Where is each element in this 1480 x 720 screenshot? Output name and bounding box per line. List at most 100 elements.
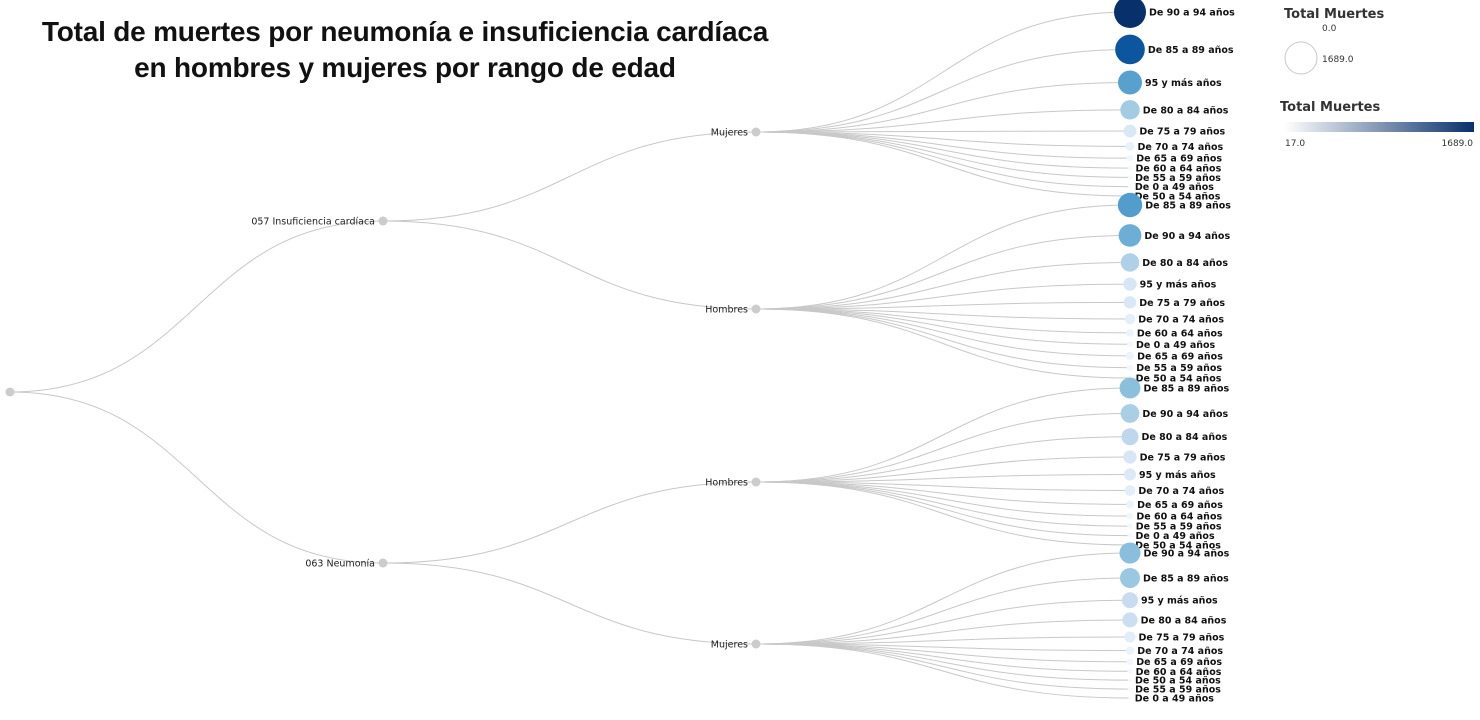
- 057-insuficiencia-cardiaca-mujeres-de-50-a-54-anos-label: De 50 a 54 años: [1135, 192, 1221, 203]
- 063-neumonia-mujeres-de-80-a-84-anos-link: [755, 619, 1131, 645]
- 063-neumonia-hombres-95-y-mas-anos-bubble[interactable]: [1123, 468, 1137, 481]
- 057-insuficiencia-cardiaca-mujeres-de-80-a-84-anos-bubble[interactable]: [1120, 100, 1140, 120]
- 057-insuficiencia-cardiaca-hombres-95-y-mas-anos-link: [755, 283, 1131, 310]
- 057-insuficiencia-cardiaca-hombres-de-70-a-74-anos-bubble[interactable]: [1124, 313, 1136, 325]
- 057-insuficiencia-cardiaca-hombres-de-60-a-64-anos-bubble[interactable]: [1126, 329, 1134, 337]
- 063-neumonia-hombres-de-75-a-79-anos-label: De 75 a 79 años: [1140, 452, 1226, 463]
- 063-neumonia-mujeres-de-0-a-49-anos-bubble[interactable]: [1128, 696, 1132, 700]
- 057-insuficiencia-cardiaca-mujeres-de-75-a-79-anos-bubble[interactable]: [1123, 124, 1137, 138]
- 063-neumonia-mujeres-de-60-a-64-anos-bubble[interactable]: [1127, 668, 1133, 674]
- 057-insuficiencia-cardiaca-hombres-de-0-a-49-anos-link: [755, 308, 1131, 345]
- size-legend-min-label: 0.0: [1322, 24, 1337, 34]
- 057-insuficiencia-cardiaca-mujeres-de-60-a-64-anos-bubble[interactable]: [1127, 165, 1133, 171]
- 057-insuficiencia-cardiaca-mujeres-de-85-a-89-anos-bubble[interactable]: [1115, 34, 1145, 65]
- size-legend-circle: [1284, 41, 1318, 75]
- 057-insuficiencia-cardiaca-mujeres-de-0-a-49-anos-bubble[interactable]: [1128, 184, 1132, 189]
- 057-insuficiencia-cardiaca-mujeres-de-75-a-79-anos-label: De 75 a 79 años: [1139, 126, 1225, 137]
- 063-neumonia-hombres-de-0-a-49-anos-bubble[interactable]: [1127, 533, 1133, 539]
- 057-insuficiencia-cardiaca-mujeres-de-55-a-59-anos-bubble[interactable]: [1127, 175, 1133, 180]
- 063-neumonia-mujeres-de-90-a-94-anos-bubble[interactable]: [1119, 542, 1141, 564]
- 057-insuficiencia-cardiaca-hombres-95-y-mas-anos-bubble[interactable]: [1123, 277, 1137, 291]
- 057-insuficiencia-cardiaca-hombres-de-80-a-84-anos-label: De 80 a 84 años: [1142, 258, 1228, 269]
- color-legend-title: Total Muertes: [1280, 100, 1380, 115]
- 057-insuficiencia-cardiaca-mujeres-de-50-a-54-anos-link: [755, 131, 1131, 197]
- 057-insuficiencia-cardiaca-hombres-de-65-a-69-anos-label: De 65 a 69 años: [1137, 351, 1223, 362]
- 063-neumonia-hombres-de-60-a-64-anos-label: De 60 a 64 años: [1136, 512, 1222, 523]
- 063-neumonia-hombres-de-80-a-84-anos-bubble[interactable]: [1121, 428, 1139, 446]
- legend: Total Muertes 0.0 1689.0 Total Muertes 1…: [1280, 7, 1474, 149]
- 057-insuficiencia-cardiaca-mujeres-95-y-mas-anos-bubble[interactable]: [1118, 70, 1142, 95]
- 057-insuficiencia-cardiaca-mujeres-node[interactable]: [751, 127, 761, 137]
- 057-insuficiencia-cardiaca-mujeres-de-60-a-64-anos-label: De 60 a 64 años: [1135, 164, 1221, 175]
- 063-neumonia-hombres-label: Hombres: [705, 478, 748, 489]
- 057-insuficiencia-cardiaca-hombres-node[interactable]: [751, 304, 761, 314]
- root-node[interactable]: [5, 387, 15, 397]
- 057-insuficiencia-cardiaca-label: 057 Insuficiencia cardíaca: [251, 217, 375, 228]
- 057-insuficiencia-cardiaca-mujeres-de-70-a-74-anos-bubble[interactable]: [1125, 141, 1135, 151]
- 057-insuficiencia-cardiaca-hombres-de-75-a-79-anos-label: De 75 a 79 años: [1139, 298, 1225, 309]
- 057-insuficiencia-cardiaca-hombres-de-60-a-64-anos-link: [755, 308, 1131, 334]
- 057-insuficiencia-cardiaca-hombres-de-80-a-84-anos-link: [755, 261, 1131, 310]
- 063-neumonia-hombres-de-70-a-74-anos-link: [755, 481, 1131, 492]
- 057-insuficiencia-cardiaca-hombres-de-0-a-49-anos-bubble[interactable]: [1126, 341, 1134, 348]
- 057-insuficiencia-cardiaca-hombres-label: Hombres: [705, 305, 748, 316]
- 063-neumonia-hombres-de-0-a-49-anos-label: De 0 a 49 años: [1135, 531, 1214, 542]
- 063-neumonia-mujeres-de-55-a-59-anos-bubble[interactable]: [1127, 686, 1133, 692]
- 057-insuficiencia-cardiaca-hombres-de-55-a-59-anos-bubble[interactable]: [1126, 364, 1134, 371]
- 063-neumonia-hombres-95-y-mas-anos-link: [755, 473, 1131, 483]
- 057-insuficiencia-cardiaca-mujeres-de-65-a-69-anos-label: De 65 a 69 años: [1136, 154, 1222, 165]
- 063-neumonia-mujeres-de-70-a-74-anos-bubble[interactable]: [1125, 646, 1135, 655]
- 063-neumonia-hombres-de-70-a-74-anos-label: De 70 a 74 años: [1138, 486, 1224, 497]
- 057-insuficiencia-cardiaca-hombres-de-50-a-54-anos-link: [755, 308, 1131, 379]
- 063-neumonia-mujeres-95-y-mas-anos-label: 95 y más años: [1141, 596, 1218, 607]
- 063-neumonia-mujeres-de-80-a-84-anos-bubble[interactable]: [1122, 612, 1138, 628]
- 063-neumonia-node[interactable]: [378, 558, 388, 568]
- 063-neumonia-hombres-de-55-a-59-anos-bubble[interactable]: [1127, 523, 1133, 529]
- 057-insuficiencia-cardiaca-mujeres-de-90-a-94-anos-bubble[interactable]: [1114, 0, 1146, 28]
- 063-neumonia-mujeres-node[interactable]: [751, 639, 761, 649]
- color-legend-min-label: 17.0: [1285, 139, 1305, 149]
- 063-neumonia-mujeres-de-85-a-89-anos-bubble[interactable]: [1119, 567, 1141, 588]
- 057-insuficiencia-cardiaca-hombres-de-90-a-94-anos-bubble[interactable]: [1118, 224, 1142, 247]
- 063-neumonia-mujeres-de-65-a-69-anos-label: De 65 a 69 años: [1136, 657, 1222, 668]
- 063-neumonia-mujeres-de-0-a-49-anos-link: [755, 643, 1131, 699]
- 057-insuficiencia-cardiaca-hombres-de-80-a-84-anos-bubble[interactable]: [1120, 253, 1140, 272]
- 063-neumonia-mujeres-de-60-a-64-anos-label: De 60 a 64 años: [1136, 667, 1222, 678]
- 057-insuficiencia-cardiaca-mujeres-de-85-a-89-anos-label: De 85 a 89 años: [1148, 45, 1234, 56]
- 063-neumonia-mujeres-de-0-a-49-anos-label: De 0 a 49 años: [1135, 694, 1214, 705]
- 063-neumonia-mujeres-95-y-mas-anos-bubble[interactable]: [1122, 592, 1138, 609]
- 057-insuficiencia-cardiaca-mujeres-de-65-a-69-anos-bubble[interactable]: [1126, 154, 1134, 162]
- 057-insuficiencia-cardiaca-hombres-de-0-a-49-anos-label: De 0 a 49 años: [1136, 340, 1215, 351]
- 057-insuficiencia-cardiaca-hombres-de-65-a-69-anos-bubble[interactable]: [1125, 351, 1135, 360]
- 057-insuficiencia-cardiaca-mujeres-de-85-a-89-anos-link: [755, 48, 1131, 133]
- 063-neumonia-hombres-node[interactable]: [751, 477, 761, 487]
- 057-insuficiencia-cardiaca-hombres-de-75-a-79-anos-link: [755, 301, 1131, 310]
- 057-insuficiencia-cardiaca-node[interactable]: [378, 216, 388, 226]
- 063-neumonia-hombres-de-65-a-69-anos-bubble[interactable]: [1125, 500, 1135, 509]
- 057-insuficiencia-cardiaca-hombres-de-50-a-54-anos-label: De 50 a 54 años: [1136, 374, 1222, 385]
- 063-neumonia-mujeres-de-85-a-89-anos-link: [755, 577, 1131, 645]
- 063-neumonia-mujeres-de-50-a-54-anos-bubble[interactable]: [1127, 678, 1133, 683]
- 063-neumonia-hombres-de-75-a-79-anos-bubble[interactable]: [1123, 450, 1137, 464]
- 063-neumonia-hombres-de-85-a-89-anos-link: [755, 387, 1131, 483]
- 063-neumonia-mujeres-de-75-a-79-anos-bubble[interactable]: [1124, 631, 1136, 643]
- color-legend-max-label: 1689.0: [1442, 139, 1474, 149]
- 063-neumonia-hombres-de-85-a-89-anos-bubble[interactable]: [1119, 377, 1141, 399]
- 063-neumonia-mujeres-de-90-a-94-anos-link: [755, 552, 1131, 645]
- 057-insuficiencia-cardiaca-hombres-de-90-a-94-anos-link: [755, 234, 1131, 310]
- 057-insuficiencia-cardiaca-mujeres-95-y-mas-anos-label: 95 y más años: [1145, 78, 1222, 89]
- 063-neumonia-mujeres-95-y-mas-anos-link: [755, 599, 1131, 645]
- 057-insuficiencia-cardiaca-mujeres-de-0-a-49-anos-link: [755, 131, 1131, 188]
- 063-neumonia-hombres-de-70-a-74-anos-bubble[interactable]: [1124, 485, 1136, 496]
- 063-neumonia-hombres-de-60-a-64-anos-bubble[interactable]: [1126, 512, 1134, 520]
- 057-insuficiencia-cardiaca-hombres-de-75-a-79-anos-bubble[interactable]: [1123, 296, 1137, 309]
- 063-neumonia-hombres-de-90-a-94-anos-bubble[interactable]: [1120, 404, 1140, 423]
- 063-neumonia-hombres-de-55-a-59-anos-label: De 55 a 59 años: [1136, 522, 1222, 533]
- 063-neumonia-mujeres-de-65-a-69-anos-bubble[interactable]: [1126, 658, 1134, 666]
- 057-insuficiencia-cardiaca-hombres-de-85-a-89-anos-bubble[interactable]: [1117, 192, 1143, 218]
- chart-title-line-2: en hombres y mujeres por rango de edad: [134, 52, 676, 83]
- 063-neumonia-mujeres-de-80-a-84-anos-label: De 80 a 84 años: [1141, 615, 1227, 626]
- 057-insuficiencia-cardiaca-hombres-de-85-a-89-anos-link: [755, 204, 1131, 310]
- 057-insuficiencia-cardiaca-mujeres-de-0-a-49-anos-label: De 0 a 49 años: [1135, 182, 1214, 193]
